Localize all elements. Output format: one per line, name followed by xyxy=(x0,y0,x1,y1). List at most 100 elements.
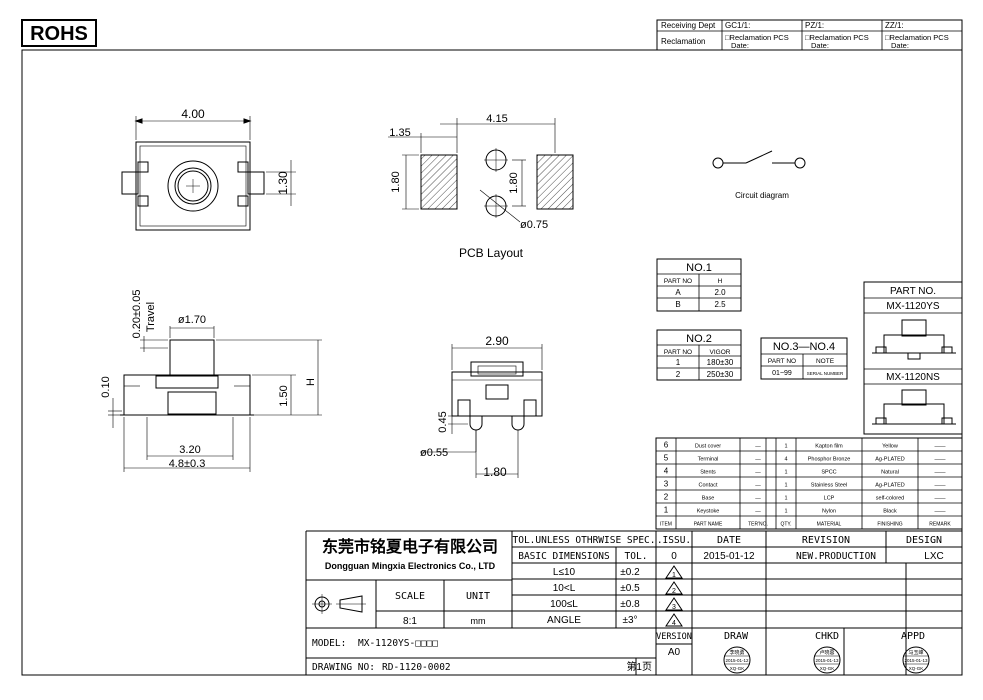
page-number: 第1页 xyxy=(626,660,652,673)
bom-row-1-col-3: 4 xyxy=(784,457,787,463)
pcb-caption: PCB Layout xyxy=(459,246,524,260)
no2-header-1: VIGOR xyxy=(710,349,731,356)
version-label: VERSION xyxy=(656,632,692,642)
stamp-appd-date: 2015-01-13 xyxy=(904,658,928,663)
side-h: H xyxy=(305,378,317,386)
pcb-dim-135: 1.35 xyxy=(389,127,410,139)
table-no2: NO.2 PART NO VIGOR 1 180±30 2 250±30 xyxy=(656,329,742,381)
date-header: DATE xyxy=(717,535,741,546)
no1-header-0: PART NO xyxy=(664,278,692,285)
tol-r2-val: ±0.8 xyxy=(620,599,640,610)
part-no-panel: PART NO. MX-1120YS MX-1120NS xyxy=(863,281,963,435)
version-value: A0 xyxy=(668,647,681,658)
no2-header-0: PART NO xyxy=(664,349,692,356)
no2-r1c0: 2 xyxy=(676,370,681,379)
bom-row-5-col-1: Keystoke xyxy=(697,509,720,515)
issu-header: .ISSU. xyxy=(657,535,691,546)
stamp-chkd-dept: XQ-GK xyxy=(820,666,835,671)
recl-pcs-2: □Reclamation PCS xyxy=(805,33,869,42)
rev-issu: 0 xyxy=(671,551,677,562)
pz-label: PZ/1: xyxy=(805,21,824,30)
bom-row-0-col-2: — xyxy=(755,444,761,450)
front-w180: 1.80 xyxy=(483,465,507,479)
bom-row-1-col-5: Ag-PLATED xyxy=(875,457,905,463)
no34-header-1: NOTE xyxy=(816,358,835,365)
circuit-diagram xyxy=(712,150,806,169)
front-dia055: ø0.55 xyxy=(420,447,448,459)
unit-label: UNIT xyxy=(466,591,490,602)
circuit-caption: Circuit diagram xyxy=(735,191,789,200)
bom-row-0-col-1: Dust cover xyxy=(695,444,721,450)
stamp-draw-date: 2015-01-12 xyxy=(725,658,749,663)
unit-value: mm xyxy=(471,616,486,626)
tol-r1-cond: 10<L xyxy=(553,583,576,594)
rev-revision: NEW.PRODUCTION xyxy=(796,551,876,562)
pcb-dim-180-left: 1.80 xyxy=(390,171,402,192)
scale-value: 8:1 xyxy=(403,616,417,627)
no2-title: NO.2 xyxy=(686,333,712,345)
tri-2: 2 xyxy=(672,588,676,595)
bom-row-2-col-1: Stents xyxy=(700,470,716,476)
side-h010: 0.10 xyxy=(100,376,112,397)
bom-row-4-col-6: —— xyxy=(935,496,947,502)
pcb-layout xyxy=(388,118,574,223)
side-view xyxy=(108,326,322,472)
no1-title: NO.1 xyxy=(686,262,712,274)
bom-row-2-col-5: Natural xyxy=(881,470,899,476)
no1-r1c1: 2.5 xyxy=(714,300,726,309)
bom-header-4: MATERIAL xyxy=(817,522,842,528)
no1-r1c0: B xyxy=(675,300,680,309)
stamp-draw: 李晓勇 2015-01-12 XQ-GK xyxy=(723,646,751,674)
recl-date-1: Date: xyxy=(731,41,749,50)
front-view xyxy=(420,344,543,478)
projection-symbol-icon xyxy=(312,594,366,614)
scale-label: SCALE xyxy=(395,591,425,602)
bom-row-3-col-0: 3 xyxy=(664,480,669,489)
bom-row-1-col-1: Terminal xyxy=(698,457,719,463)
revision-triangles xyxy=(665,565,683,627)
bom-row-2-col-3: 1 xyxy=(784,470,787,476)
stamp-appd: 马玉峰 2015-01-13 XQ-GK xyxy=(902,646,930,674)
receiving-table: Receiving Dept GC1/1: PZ/1: ZZ/1: Reclam… xyxy=(656,19,963,51)
tol-r2-cond: 100≤L xyxy=(550,599,578,610)
tol-r1-val: ±0.5 xyxy=(620,583,640,594)
bom-row-0-col-0: 6 xyxy=(664,441,669,450)
partno-title: PART NO. xyxy=(890,286,936,297)
tol-r3-val: ±3° xyxy=(622,615,637,626)
bom-row-4-col-4: LCP xyxy=(824,496,835,502)
no34-header-0: PART NO xyxy=(768,358,796,365)
tri-3: 3 xyxy=(672,604,676,611)
partno-p1: MX-1120YS xyxy=(886,301,940,312)
appd-label: APPD xyxy=(901,631,925,642)
drawing-no-label: DRAWING NO: xyxy=(312,662,375,673)
tol-unless: TOL.UNLESS OTHRWISE SPEC. xyxy=(513,535,656,546)
bom-row-5-col-6: —— xyxy=(935,509,947,515)
reclamation-label: Reclamation xyxy=(661,37,705,46)
bom-row-4-col-0: 2 xyxy=(664,493,669,502)
tol-header: TOL. xyxy=(625,551,648,562)
drawing-no-value: RD-1120-0002 xyxy=(382,662,451,673)
bom-row-5-col-3: 1 xyxy=(784,509,787,515)
bom-row-3-col-3: 1 xyxy=(784,483,787,489)
top-view xyxy=(121,116,296,231)
tol-r3-cond: ANGLE xyxy=(547,615,581,626)
tri-1: 1 xyxy=(672,572,676,579)
bom-row-1-col-6: —— xyxy=(935,457,947,463)
title-block xyxy=(305,530,962,676)
partno-icon-ys xyxy=(872,319,956,360)
bom-row-5-col-0: 1 xyxy=(664,506,669,515)
side-stroke: 0.20±0.05 xyxy=(131,290,143,339)
no2-r0c1: 180±30 xyxy=(707,358,734,367)
partno-icon-ns xyxy=(872,389,956,425)
recl-pcs-3: □Reclamation PCS xyxy=(885,33,949,42)
pcb-dim-dia: ø0.75 xyxy=(520,219,548,231)
bom-row-4-col-3: 1 xyxy=(784,496,787,502)
bom-row-1-col-0: 5 xyxy=(664,454,669,463)
side-h150: 1.50 xyxy=(278,385,290,406)
rev-design: LXC xyxy=(924,551,943,562)
bom-header-3: QTY. xyxy=(780,522,791,528)
no34-title: NO.3—NO.4 xyxy=(773,341,835,353)
table-no34: NO.3—NO.4 PART NO NOTE 01~99 SERIAL NUMB… xyxy=(760,337,848,380)
rohs-badge: ROHS xyxy=(21,19,97,47)
